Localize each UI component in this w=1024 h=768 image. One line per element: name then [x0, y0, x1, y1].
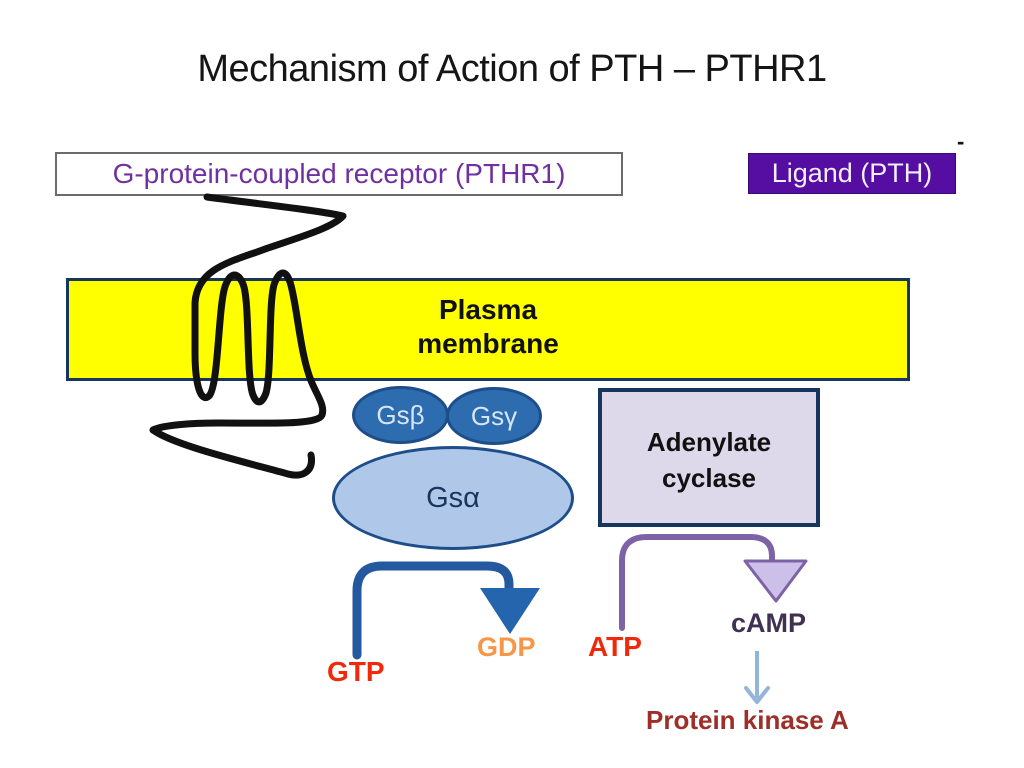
ligand-label: Ligand (PTH) [771, 158, 933, 188]
gtp-gdp-arrowhead [480, 588, 540, 634]
gs-beta-label: Gsβ [376, 399, 425, 430]
gpcr-receptor-label-box: G-protein-coupled receptor (PTHR1) [55, 152, 623, 196]
pka-label: Protein kinase A [646, 705, 849, 735]
gpcr-receptor-label: G-protein-coupled receptor (PTHR1) [112, 158, 566, 189]
slide-title: Mechanism of Action of PTH – PTHR1 [197, 48, 827, 90]
camp-label: cAMP [731, 608, 807, 638]
gs-gamma-subunit: Gsγ [446, 387, 542, 445]
gs-alpha-label: Gsα [426, 481, 480, 514]
gtp-label: GTP [327, 656, 385, 687]
adenylate-cyclase-box: Adenylate cyclase [598, 388, 820, 527]
camp-pka-arrowhead [744, 686, 770, 704]
gdp-label: GDP [477, 632, 536, 662]
adenylate-label-line2: cyclase [662, 463, 756, 493]
gs-beta-subunit: Gsβ [352, 386, 449, 444]
stray-dash-mark: - [957, 129, 965, 154]
gs-alpha-subunit: Gsα [332, 446, 574, 550]
ligand-label-box: Ligand (PTH) [748, 153, 956, 194]
plasma-membrane-band: Plasma membrane [66, 278, 910, 381]
atp-label: ATP [588, 631, 642, 662]
atp-camp-arrowhead [743, 559, 808, 603]
membrane-label-line1: Plasma [438, 294, 538, 325]
gs-gamma-label: Gsγ [470, 400, 518, 431]
membrane-label-line2: membrane [417, 328, 559, 359]
adenylate-label-line1: Adenylate [646, 427, 772, 457]
